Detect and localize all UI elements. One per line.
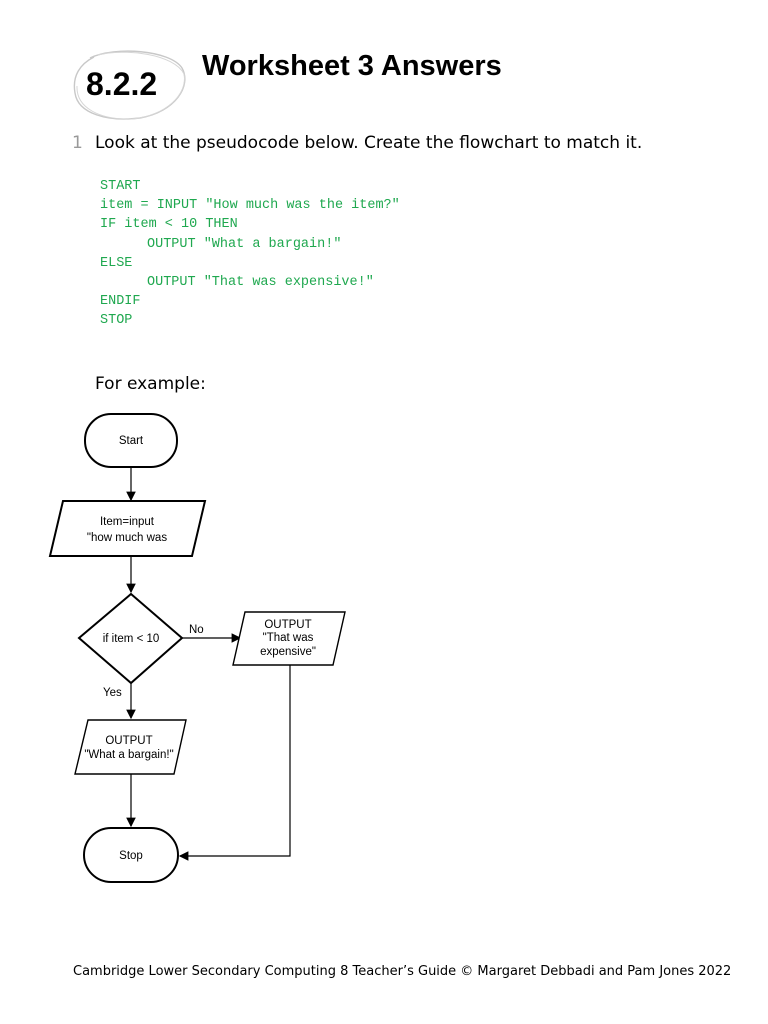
- code-line: ELSE: [100, 255, 133, 271]
- yes-branch-label: Yes: [103, 687, 122, 699]
- stop-terminator: [83, 827, 179, 883]
- output-expensive-line3: expensive": [260, 646, 316, 658]
- question-text: Look at the pseudocode below. Create the…: [95, 133, 643, 153]
- output-bargain-line1: OUTPUT: [105, 735, 152, 747]
- section-number: 8.2.2: [86, 66, 158, 102]
- code-line: item = INPUT "How much was the item?": [100, 198, 400, 214]
- footer-copyright: Cambridge Lower Secondary Computing 8 Te…: [73, 964, 732, 979]
- output-expensive-parallelogram: [232, 611, 346, 666]
- pseudocode-block: START item = INPUT "How much was the item…: [100, 177, 400, 331]
- flowchart: Start Item=input "how much was if item <…: [48, 413, 346, 883]
- code-line: IF item < 10 THEN: [100, 217, 238, 233]
- stop-label: Stop: [119, 850, 143, 862]
- start-label: Start: [119, 435, 144, 447]
- input-label-line2: "how much was: [87, 532, 167, 544]
- input-parallelogram: [48, 500, 207, 557]
- output-expensive-line1: OUTPUT: [264, 619, 311, 631]
- no-branch-label: No: [189, 624, 204, 636]
- output-expensive-line2: "That was: [263, 632, 314, 644]
- question-number: 1: [72, 133, 83, 153]
- input-label-line1: Item=input: [100, 516, 155, 528]
- section-badge-circle: [73, 50, 186, 120]
- example-label: For example:: [95, 374, 206, 394]
- code-line: STOP: [100, 313, 133, 329]
- output-bargain-line2: "What a bargain!": [84, 749, 173, 761]
- code-line: START: [100, 179, 141, 194]
- decision-label: if item < 10: [103, 633, 160, 645]
- output-bargain-parallelogram: [74, 719, 187, 775]
- code-line: ENDIF: [100, 294, 141, 310]
- code-line: OUTPUT "That was expensive!": [147, 275, 374, 291]
- page-title: Worksheet 3 Answers: [202, 50, 502, 82]
- connector-arrow: [178, 665, 291, 861]
- code-line: OUTPUT "What a bargain!": [147, 236, 342, 252]
